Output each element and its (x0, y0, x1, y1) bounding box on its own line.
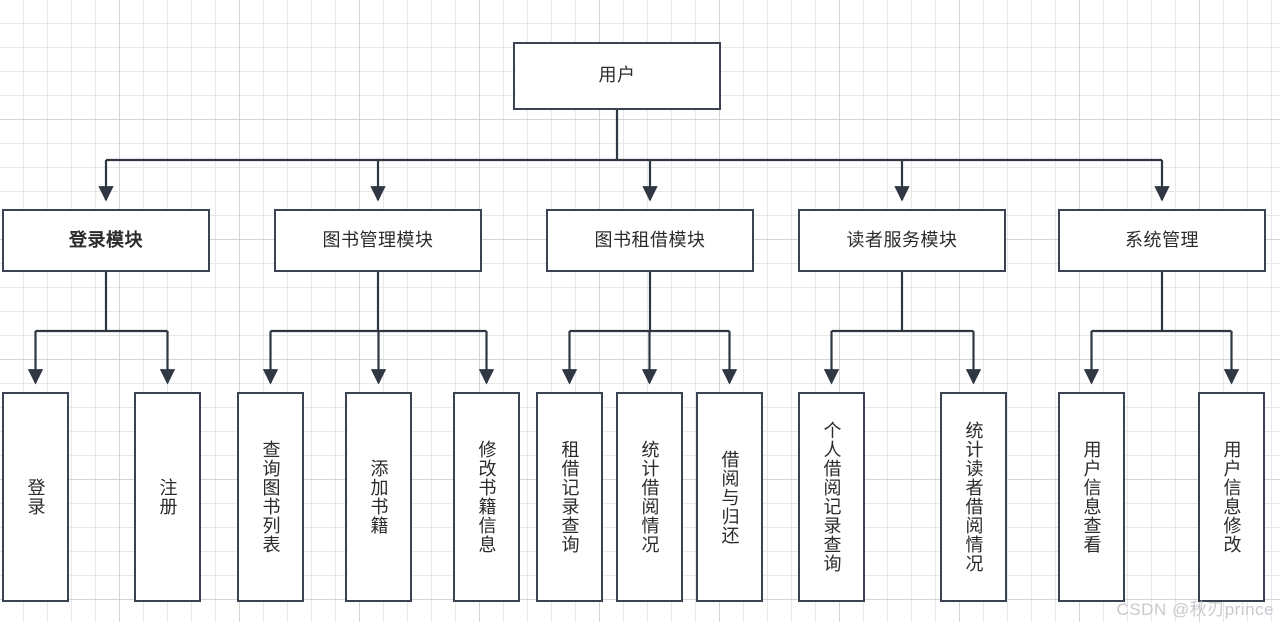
node-leaf-9-label: 统计读者借阅情况 (963, 421, 984, 573)
node-leaf-7[interactable]: 借阅与归还 (696, 392, 763, 602)
node-leaf-3[interactable]: 添加书籍 (345, 392, 412, 602)
node-leaf-10[interactable]: 用户信息查看 (1058, 392, 1125, 602)
node-root-user[interactable]: 用户 (513, 42, 721, 110)
node-leaf-4[interactable]: 修改书籍信息 (453, 392, 520, 602)
node-leaf-5-label: 租借记录查询 (559, 440, 580, 554)
node-module-3-label: 读者服务模块 (846, 229, 958, 250)
node-leaf-1[interactable]: 注册 (134, 392, 201, 602)
node-leaf-10-label: 用户信息查看 (1081, 440, 1102, 554)
node-leaf-0[interactable]: 登录 (2, 392, 69, 602)
node-module-4-label: 系统管理 (1125, 229, 1199, 250)
node-leaf-11-label: 用户信息修改 (1221, 440, 1242, 554)
node-leaf-8-label: 个人借阅记录查询 (821, 421, 842, 573)
node-module-3[interactable]: 读者服务模块 (798, 209, 1006, 272)
node-leaf-6[interactable]: 统计借阅情况 (616, 392, 683, 602)
node-leaf-2[interactable]: 查询图书列表 (237, 392, 304, 602)
node-leaf-8[interactable]: 个人借阅记录查询 (798, 392, 865, 602)
node-leaf-9[interactable]: 统计读者借阅情况 (940, 392, 1007, 602)
node-leaf-1-label: 注册 (157, 478, 178, 516)
node-module-2-label: 图书租借模块 (594, 229, 706, 250)
node-leaf-11[interactable]: 用户信息修改 (1198, 392, 1265, 602)
node-module-0[interactable]: 登录模块 (2, 209, 210, 272)
node-module-1-label: 图书管理模块 (322, 229, 434, 250)
node-leaf-4-label: 修改书籍信息 (476, 440, 497, 554)
node-leaf-6-label: 统计借阅情况 (639, 440, 660, 554)
node-module-4[interactable]: 系统管理 (1058, 209, 1266, 272)
node-module-1[interactable]: 图书管理模块 (274, 209, 482, 272)
node-module-2[interactable]: 图书租借模块 (546, 209, 754, 272)
node-leaf-2-label: 查询图书列表 (260, 440, 281, 554)
node-root-user-label: 用户 (598, 65, 636, 86)
node-leaf-3-label: 添加书籍 (368, 459, 389, 535)
node-leaf-5[interactable]: 租借记录查询 (536, 392, 603, 602)
node-module-0-label: 登录模块 (69, 229, 143, 250)
node-leaf-7-label: 借阅与归还 (719, 449, 740, 545)
node-leaf-0-label: 登录 (25, 478, 46, 516)
